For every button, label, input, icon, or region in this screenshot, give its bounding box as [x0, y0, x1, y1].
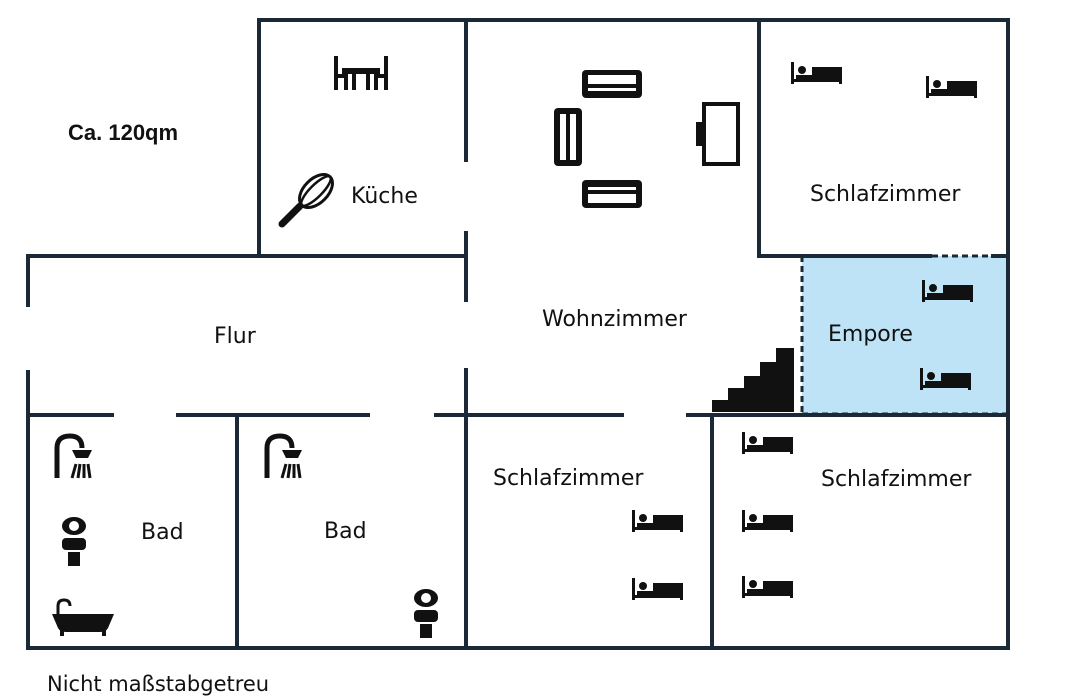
room-label-kueche: Küche	[351, 184, 418, 209]
room-label-bad-2: Bad	[324, 519, 367, 544]
bed-icon	[632, 578, 683, 600]
stairs-icon	[712, 348, 794, 412]
room-label-wohnzimmer: Wohnzimmer	[542, 307, 687, 332]
whisk-icon	[278, 173, 334, 228]
room-label-bad-1: Bad	[141, 520, 184, 545]
empore-area	[802, 256, 1008, 414]
bed-icon	[632, 510, 683, 532]
area-label: Ca. 120qm	[68, 120, 179, 145]
bed-icon	[742, 576, 793, 598]
bed-icon	[926, 76, 977, 98]
room-label-flur: Flur	[214, 324, 256, 349]
room-label-schlafzimmer-s: Schlafzimmer	[493, 466, 644, 491]
room-label-schlafzimmer-ne: Schlafzimmer	[810, 182, 961, 207]
bed-icon	[742, 432, 793, 454]
bed-icon	[791, 62, 842, 84]
bed-icon	[742, 510, 793, 532]
shower-icon	[57, 436, 92, 478]
sofa-icon	[582, 70, 642, 98]
sofa-icon	[582, 180, 642, 208]
walls	[26, 18, 1010, 650]
room-label-schlafzimmer-se: Schlafzimmer	[821, 467, 972, 492]
toilet-icon	[414, 589, 438, 638]
dining-table-icon	[334, 56, 388, 90]
armchair-icon	[554, 108, 582, 166]
arrow-icon	[766, 382, 794, 410]
tv-icon	[696, 102, 740, 166]
toilet-icon	[62, 517, 86, 566]
shower-icon	[267, 436, 302, 478]
bathtub-icon	[52, 598, 114, 636]
scale-note: Nicht maßstabgetreu	[47, 672, 270, 696]
room-label-empore: Empore	[828, 322, 913, 347]
